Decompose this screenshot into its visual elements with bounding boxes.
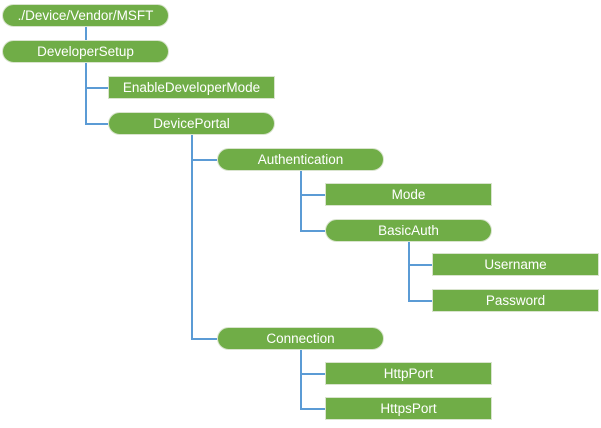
connector-line: [84, 63, 87, 125]
connector-line: [299, 350, 302, 410]
connector-line: [84, 122, 108, 125]
connector-line: [299, 229, 325, 232]
node-https-port: HttpsPort: [325, 397, 492, 420]
connector-line: [190, 158, 217, 161]
node-authentication: Authentication: [217, 148, 384, 171]
connector-line: [407, 263, 432, 266]
node-root: ./Device/Vendor/MSFT: [2, 4, 169, 27]
node-basic-auth: BasicAuth: [325, 219, 492, 242]
connector-line: [299, 171, 302, 232]
connector-line: [84, 86, 108, 89]
node-mode: Mode: [325, 183, 492, 206]
connector-line: [407, 242, 410, 302]
connector-line: [407, 299, 432, 302]
connector-line: [299, 193, 325, 196]
node-device-portal: DevicePortal: [108, 112, 275, 135]
node-http-port: HttpPort: [325, 362, 492, 385]
node-enable-developer-mode: EnableDeveloperMode: [108, 76, 275, 99]
connector-line: [299, 407, 325, 410]
node-connection: Connection: [217, 327, 384, 350]
connector-line: [299, 372, 325, 375]
connector-line: [190, 135, 193, 340]
node-username: Username: [432, 253, 599, 276]
connector-line: [84, 27, 87, 40]
connector-line: [190, 337, 217, 340]
node-developer-setup: DeveloperSetup: [2, 40, 169, 63]
node-password: Password: [432, 289, 599, 312]
